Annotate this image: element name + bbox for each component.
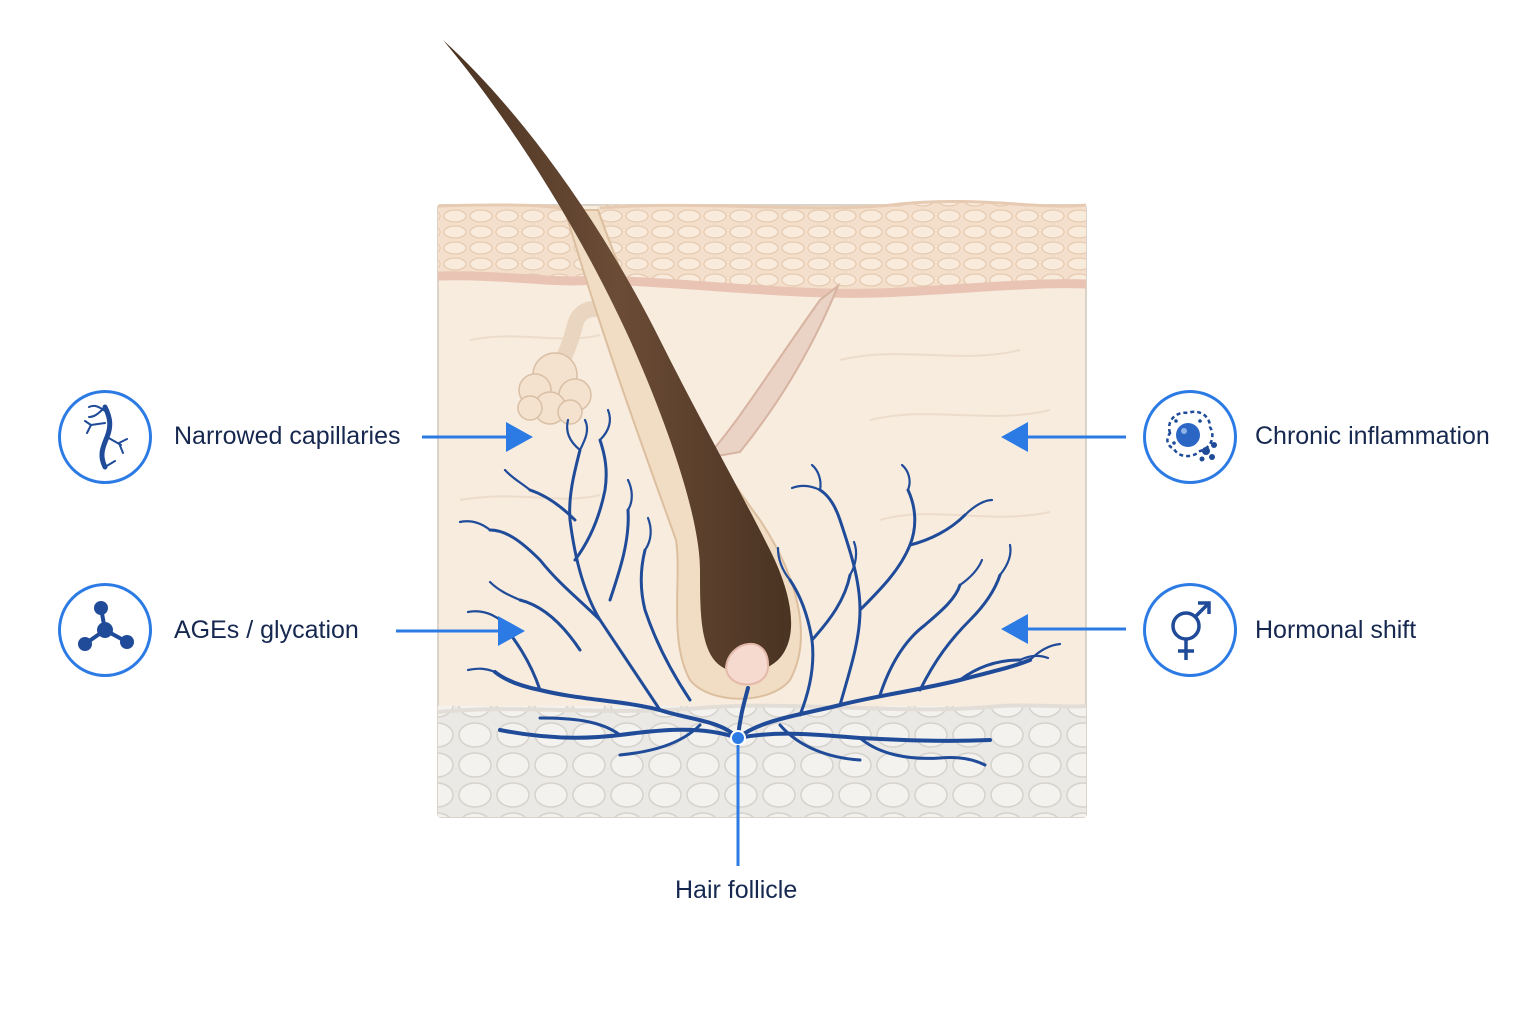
subcutaneous-fat-layer [438, 706, 1086, 817]
narrowed-capillary-icon [58, 390, 152, 484]
epidermis-left [438, 205, 585, 280]
basal-layer-line [437, 271, 1087, 298]
inflamed-cell-glyph [1166, 410, 1217, 462]
label-chronic-inflammation: Chronic inflammation [1255, 422, 1490, 450]
hair-shaft [443, 40, 792, 674]
gender-symbol-glyph [1171, 601, 1211, 660]
label-hair-follicle: Hair follicle [675, 876, 798, 904]
hair-follicle-pointer [730, 730, 746, 866]
label-narrowed-capillaries: Narrowed capillaries [174, 422, 401, 450]
skin-cross-section [437, 40, 1087, 818]
molecule-glyph [78, 601, 134, 651]
epidermis-right [597, 202, 1086, 294]
dermal-papilla [724, 642, 770, 686]
molecule-icon [58, 583, 152, 677]
label-ages-glycation: AGEs / glycation [174, 616, 359, 644]
fat-layer-edge [437, 703, 1087, 714]
label-hormonal-shift: Hormonal shift [1255, 616, 1417, 644]
gender-symbol-icon [1143, 583, 1237, 677]
capillary-network [458, 408, 1062, 767]
dermis-texture [459, 334, 1051, 521]
arrector-pili-muscle [703, 282, 841, 460]
follicle-marker-dot [730, 730, 746, 746]
narrowed-capillary-glyph [84, 404, 128, 470]
sebaceous-gland [517, 352, 592, 425]
inflamed-cell-icon [1143, 390, 1237, 484]
